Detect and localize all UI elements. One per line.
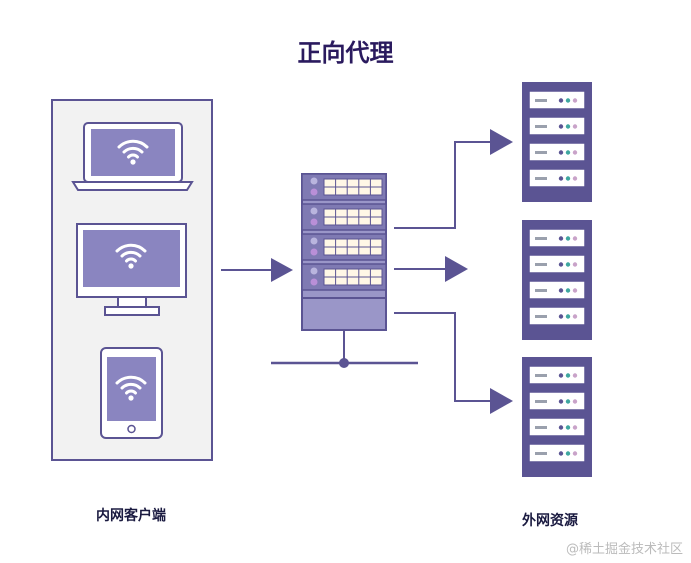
diagram-title: 正向代理 [297, 39, 394, 67]
client-label: 内网客户端 [96, 508, 166, 524]
server-icon [522, 220, 592, 340]
server-icon [522, 82, 592, 202]
connector-bottom [394, 312, 513, 414]
tablet-icon [100, 347, 163, 439]
monitor-icon [76, 223, 187, 316]
connector-middle [394, 256, 468, 282]
proxy-server-icon [271, 173, 418, 368]
resource-label: 外网资源 [522, 513, 578, 529]
arrow-icon [221, 258, 293, 282]
laptop-icon [71, 122, 194, 191]
server-icon [522, 357, 592, 477]
watermark: @稀土掘金技术社区 [565, 542, 683, 557]
connector-top [394, 129, 513, 229]
